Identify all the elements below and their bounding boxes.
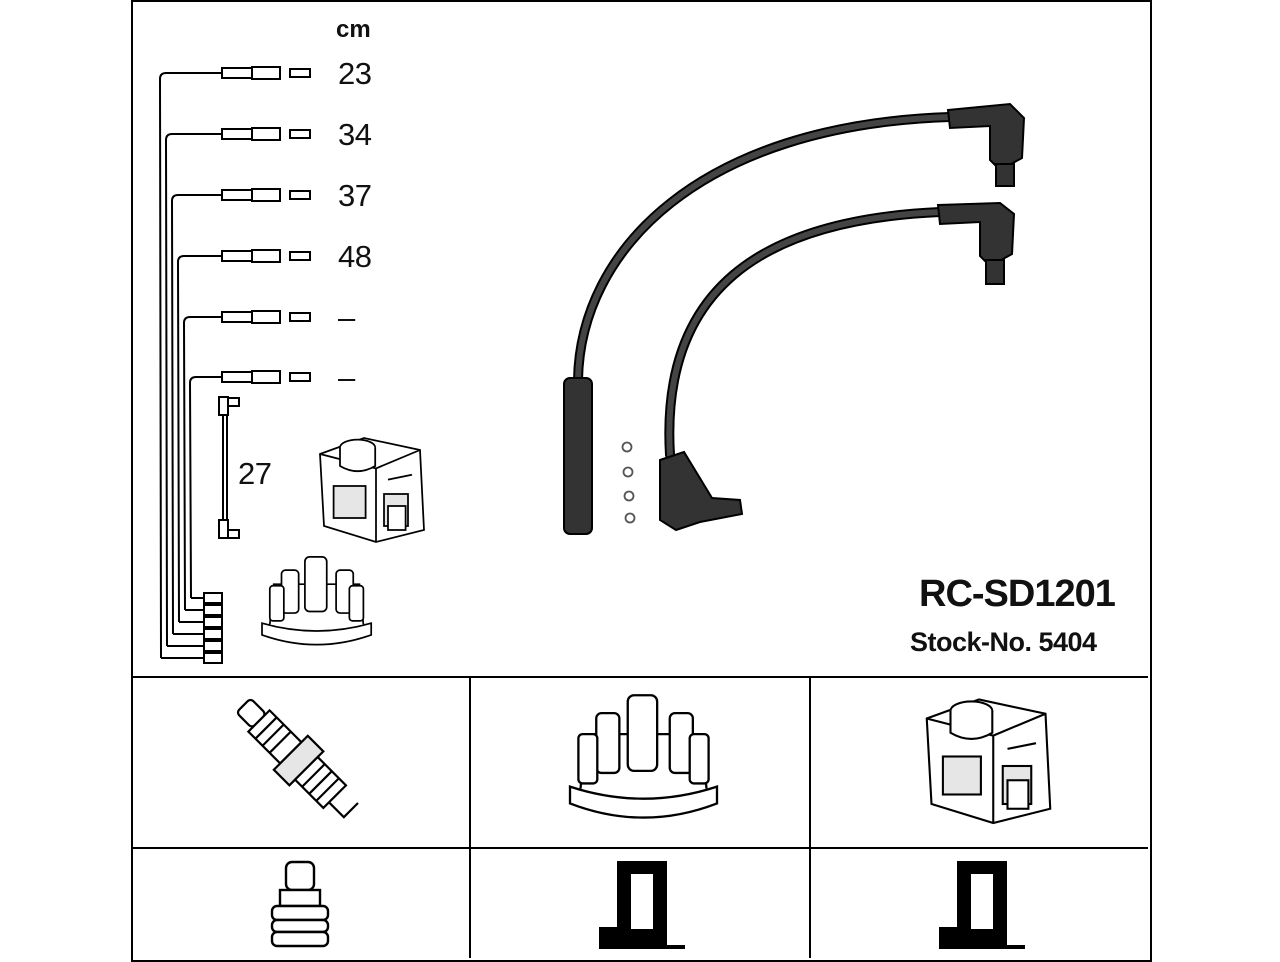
angled-boot-3 [659,450,744,532]
wire-length-label-3: 37 [338,178,372,213]
wire-6-plug-end [221,371,253,383]
coil-lead-length-label: 27 [238,456,272,491]
wire-2-plug-end [221,128,253,140]
wire-3-plug-end [221,189,253,201]
wire-5-cap-end [203,604,223,616]
ignition-coil-icon [925,698,1052,825]
wire-1 [158,72,222,659]
wire-6-terminal [289,372,311,382]
plug-terminal-icon [270,860,330,948]
wire-5-terminal [289,312,311,322]
kit-part-number: RC-SD1201 [919,573,1116,615]
wire-4-cap-end [203,616,223,628]
wire-3-cap-end [203,628,223,640]
wire-2-terminal [289,129,311,139]
ignition-cable-long [563,102,1026,535]
wire-6-boot [251,370,281,384]
spark-plug-icon [236,698,359,819]
wire-6 [188,376,222,599]
wire-5-plug-end [221,311,253,323]
wire-length-label-5: – [338,300,355,335]
ignition-coil-icon [319,437,425,543]
straight-boot [563,377,593,535]
kit-stock-number: Stock-No. 5404 [910,627,1097,657]
grid-lines [132,676,1148,958]
wire-1-plug-end [221,67,253,79]
distributor-cap-icon [568,694,719,819]
seal-rings [621,441,636,524]
wire-1-cap-end [203,652,223,664]
wire-length-label-4: 48 [338,239,372,274]
wire-4-boot [251,249,281,263]
wire-4-terminal [289,251,311,261]
wire-2-boot [251,127,281,141]
cap-terminal-icon [599,861,685,949]
wire-3-boot [251,188,281,202]
wire-4-plug-end [221,250,253,262]
wire-length-label-2: 34 [338,117,372,152]
wire-1-boot [251,66,281,80]
wire-6-cap-end [203,592,223,604]
wire-4 [176,255,222,623]
wire-1-terminal [289,68,311,78]
unit-label: cm [336,16,371,43]
coil-lead-schematic [218,396,240,539]
wire-3 [170,194,222,635]
wire-3-terminal [289,190,311,200]
angled-boot-1 [946,102,1026,172]
wire-length-label-6: – [338,360,355,395]
distributor-cap-icon [261,556,373,646]
ignition-cable-short [659,201,1016,532]
wire-2 [164,133,222,647]
coil-terminal-icon [939,861,1025,949]
wire-5 [182,316,222,611]
wire-2-cap-end [203,640,223,652]
wire-5-boot [251,310,281,324]
wire-length-label-1: 23 [338,56,372,91]
wire-set-schematic [158,66,311,664]
angled-boot-2 [936,201,1016,268]
